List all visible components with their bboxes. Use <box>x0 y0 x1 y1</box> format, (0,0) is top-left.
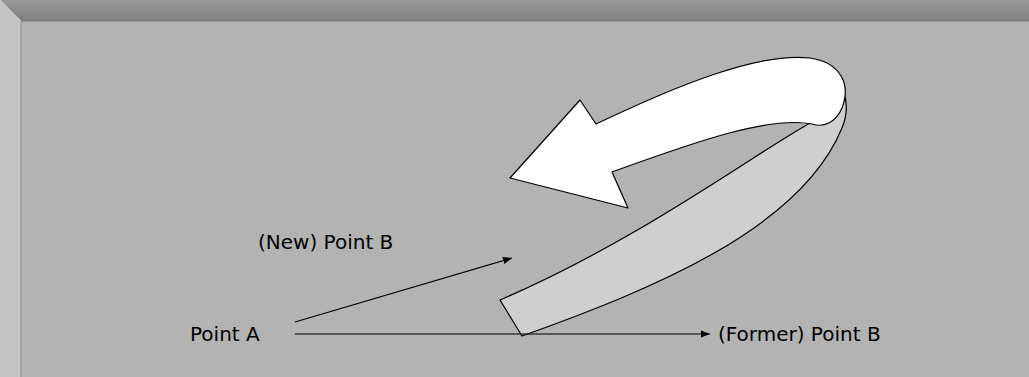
slab-edge <box>21 21 22 377</box>
point-label: (Former) Point B <box>718 322 881 346</box>
slab-edge <box>21 21 1029 22</box>
point-label-box: Point A <box>190 322 295 346</box>
ribbon-arrow <box>510 57 845 208</box>
point-label: (New) Point B <box>258 230 393 254</box>
point-label-box: (Former) Point B <box>710 322 881 346</box>
slab-top-bevel <box>0 0 1029 21</box>
slab-face <box>21 21 1029 377</box>
arrow-line <box>295 258 512 322</box>
slab-left-bevel <box>0 0 21 377</box>
point-label-box: (New) Point B <box>258 230 512 258</box>
point-label: Point A <box>190 322 260 346</box>
arrow-line <box>295 333 710 334</box>
